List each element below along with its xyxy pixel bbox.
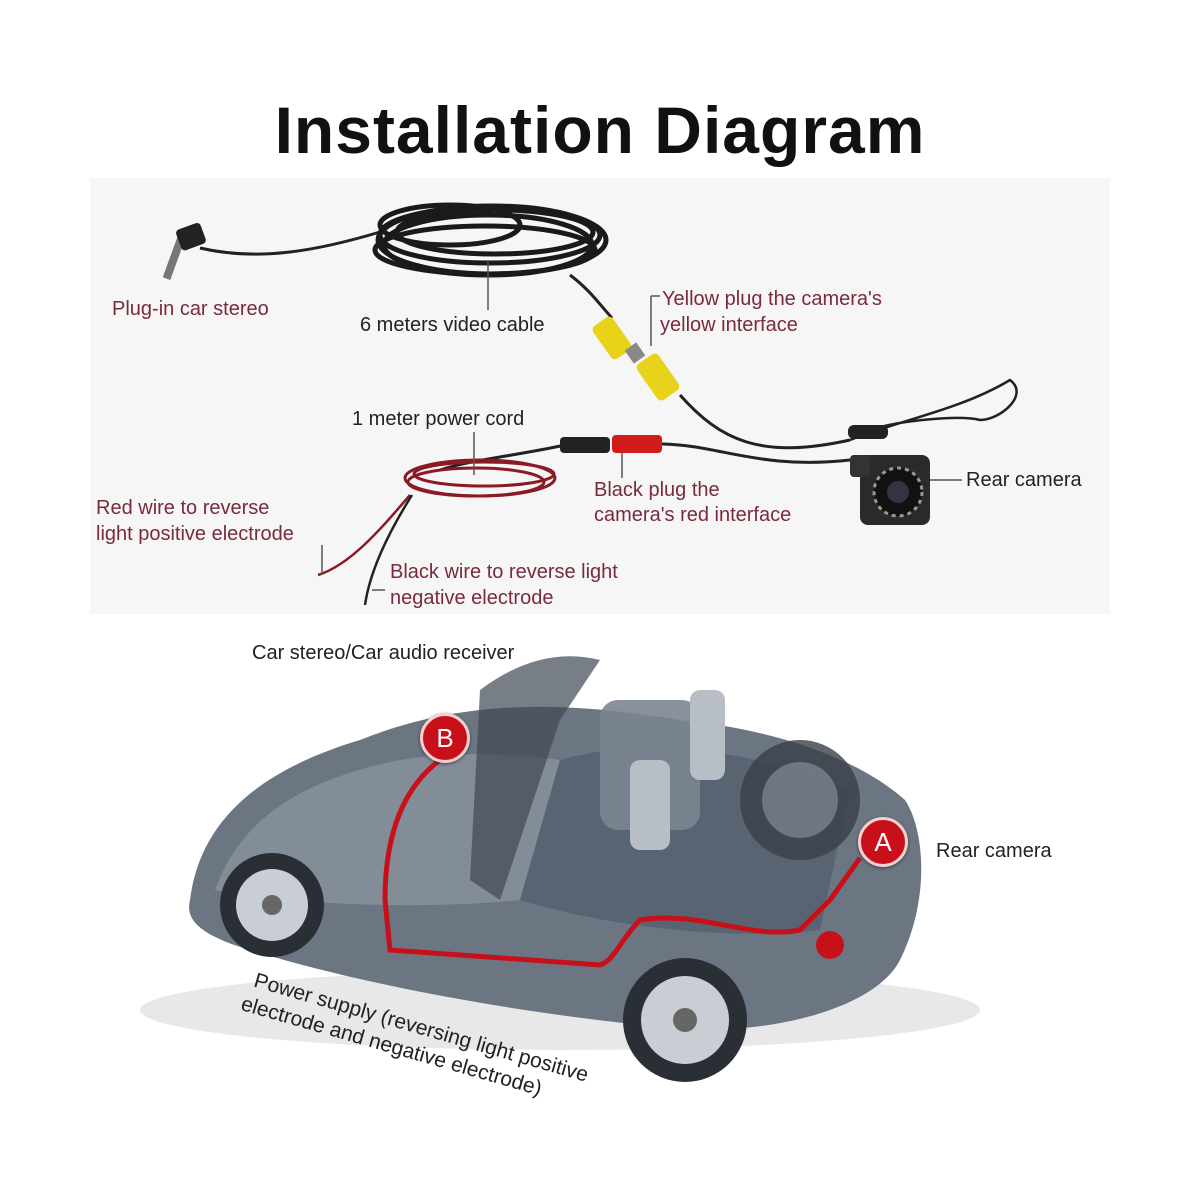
label-rear-camera-kit: Rear camera xyxy=(966,469,1082,491)
label-black-plug-line2: camera's red interface xyxy=(594,504,792,526)
label-red-wire-line2: light positive electrode xyxy=(96,523,294,545)
page-title: Installation Diagram xyxy=(274,93,926,167)
label-video-cable: 6 meters video cable xyxy=(360,314,545,336)
label-car-stereo: Car stereo/Car audio receiver xyxy=(252,642,515,664)
label-black-wire-line2: negative electrode xyxy=(390,587,554,609)
label-plug-in-car-stereo: Plug-in car stereo xyxy=(112,298,269,320)
label-yellow-plug-line1: Yellow plug the camera's xyxy=(662,288,882,310)
audio-jack-icon xyxy=(162,223,206,281)
badge-a: A xyxy=(858,817,908,867)
power-plug-icon xyxy=(560,435,662,453)
label-power-cord: 1 meter power cord xyxy=(352,408,525,430)
label-red-wire-line1: Red wire to reverse xyxy=(96,497,270,519)
badge-b: B xyxy=(420,713,470,763)
label-black-wire-line1: Black wire to reverse light xyxy=(390,561,618,583)
power-cord-coil-icon xyxy=(403,458,557,498)
yellow-rca-plug-icon xyxy=(592,316,680,401)
car-illustration xyxy=(140,656,980,1082)
label-rear-camera-car: Rear camera xyxy=(936,840,1052,862)
label-yellow-plug-line2: yellow interface xyxy=(660,314,798,336)
label-black-plug-line1: Black plug the xyxy=(594,479,720,501)
video-cable-coil-icon xyxy=(372,202,609,278)
rear-camera-icon xyxy=(850,455,930,525)
power-route-line xyxy=(382,758,863,968)
